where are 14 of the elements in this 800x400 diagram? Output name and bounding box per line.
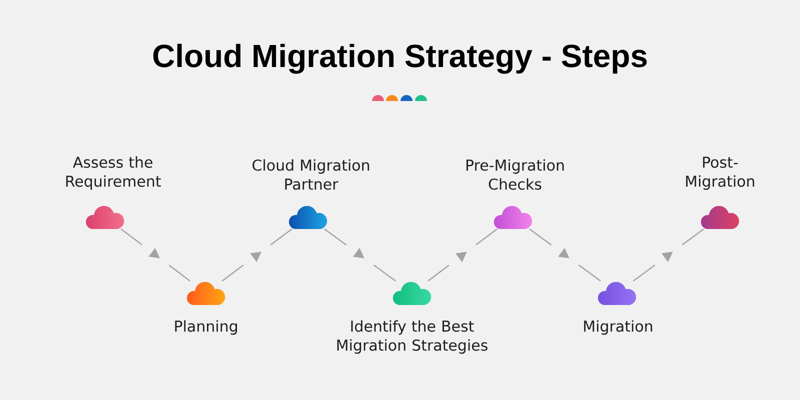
step-label: Identify the Best Migration Strategies — [337, 320, 488, 354]
step-label: Planning — [175, 320, 237, 335]
title: Cloud Migration Strategy - Steps — [153, 44, 647, 74]
step-label: Post- Migration — [686, 156, 754, 190]
step-label: Cloud Migration Partner — [252, 159, 370, 190]
arrow — [324, 228, 396, 282]
arrow — [529, 228, 601, 282]
step-label: Assess the Requirement — [66, 156, 161, 190]
step-label: Pre-Migration Checks — [466, 159, 564, 190]
step-label: Migration — [584, 320, 652, 335]
arrow — [428, 228, 498, 282]
arrow — [632, 228, 704, 282]
arrow — [120, 228, 190, 282]
arrow — [222, 228, 292, 282]
